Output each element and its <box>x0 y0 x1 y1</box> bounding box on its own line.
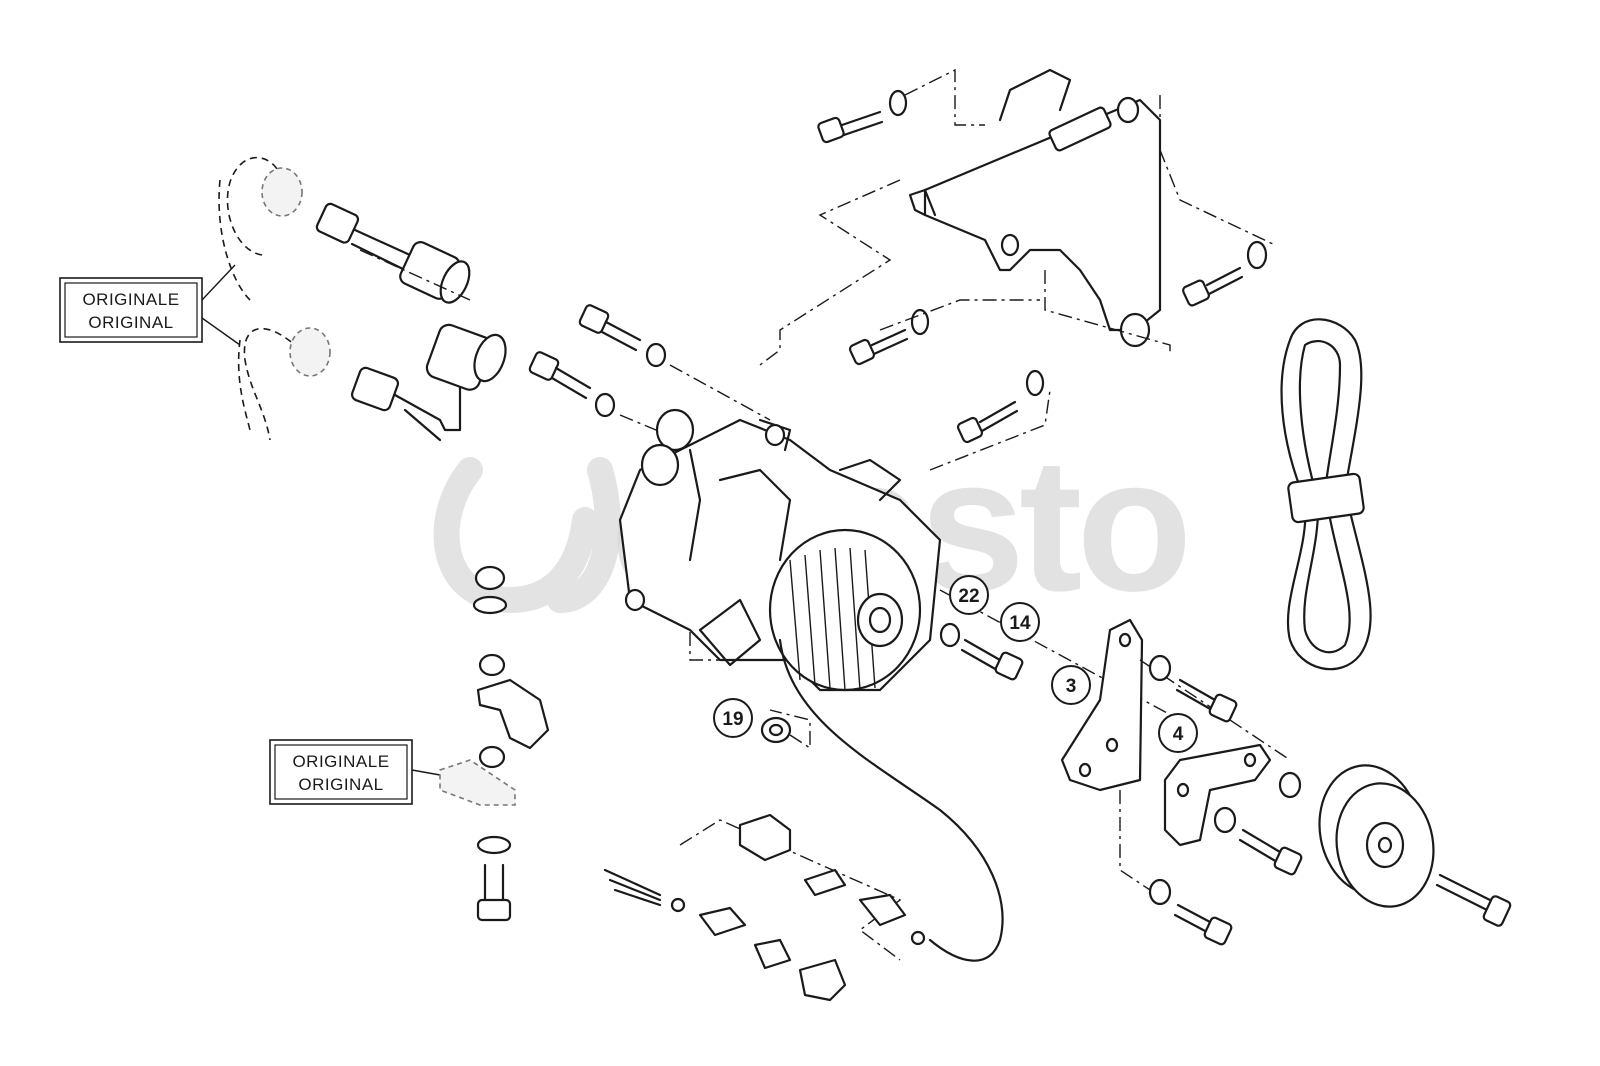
stack-bushing-1 <box>478 653 506 677</box>
callout-14: 14 <box>1000 602 1040 642</box>
callout-3: 3 <box>1051 665 1091 705</box>
leader-connectors <box>679 819 902 961</box>
bracket-bolt-right <box>1182 240 1268 307</box>
original-fitting-upper <box>261 167 303 217</box>
callout-4: 4 <box>1158 713 1198 753</box>
svg-text:19: 19 <box>722 709 743 730</box>
connector-terminal-3 <box>698 906 747 937</box>
leader-bracket-top <box>904 68 985 126</box>
mounting-bracket <box>908 68 1162 348</box>
svg-text:4: 4 <box>1173 724 1184 745</box>
callout-22: 22 <box>949 575 989 615</box>
connector-terminal-1 <box>803 868 847 897</box>
label-2-line1: ORIGINALE <box>292 752 389 771</box>
leader-mid-1 <box>879 299 1040 331</box>
leader-plate-3-down <box>1119 790 1151 891</box>
original-fitting-lower <box>289 327 331 377</box>
bolt-14 <box>960 638 1024 681</box>
original-label-1: ORIGINALE ORIGINAL <box>59 277 203 343</box>
bracket-bolt-top <box>817 89 908 144</box>
leader-mid-2 <box>929 389 1051 471</box>
original-hose-lower <box>237 327 301 441</box>
original-label-2: ORIGINALE ORIGINAL <box>269 739 413 805</box>
connector-terminal-2 <box>858 893 907 927</box>
label-2-line2: ORIGINAL <box>298 775 383 794</box>
compressor-bolt-upper <box>578 304 667 368</box>
watermark-logo-mark <box>433 457 621 614</box>
connector-wire-ends <box>603 868 662 907</box>
wire-end-seal <box>910 930 926 946</box>
straight-pipe-fitting <box>315 202 471 304</box>
label-1-line2: ORIGINAL <box>88 313 173 332</box>
leader-19 <box>769 709 811 750</box>
washer-22 <box>939 622 961 648</box>
connector-plug <box>798 958 847 1002</box>
bracket-bolt-mid-2 <box>956 369 1045 444</box>
leader-bracket-right <box>1159 95 1276 246</box>
plate-3-bolt-upper <box>1148 654 1238 723</box>
connector-parts <box>603 813 926 1002</box>
leader-compressor-upper <box>669 364 771 421</box>
callout-19: 19 <box>713 698 753 738</box>
stack-original-clamp <box>439 759 516 806</box>
plate-3 <box>1060 618 1144 792</box>
plate-3-bolt-lower <box>1148 878 1233 946</box>
label-1-pointers <box>201 264 241 346</box>
original-hose-upper <box>218 156 281 301</box>
compressor <box>618 408 942 692</box>
bracket-4-bolt <box>1213 806 1303 876</box>
leader-compressor-base <box>689 630 730 661</box>
svg-text:22: 22 <box>958 586 979 607</box>
drive-belt <box>1280 318 1372 671</box>
stack-bushing-2 <box>478 745 506 769</box>
connector-housing <box>738 813 792 862</box>
stack-nut <box>474 565 506 591</box>
mounting-clamp-stack <box>439 565 550 922</box>
svg-text:3: 3 <box>1066 676 1077 697</box>
stack-washer-1 <box>472 595 508 615</box>
label-1-line1: ORIGINALE <box>82 290 179 309</box>
connector-seal <box>670 897 686 913</box>
bracket-bolt-mid-1 <box>848 308 930 366</box>
leader-upper-pipe <box>359 249 471 301</box>
elbow-pipe-fitting <box>350 323 507 442</box>
stack-bolt-shank <box>483 863 505 907</box>
svg-text:14: 14 <box>1009 613 1031 634</box>
bracket-4 <box>1163 743 1272 847</box>
compressor-wire <box>778 638 1004 962</box>
stack-clamp <box>476 678 550 750</box>
compressor-bolt-lower <box>528 351 616 418</box>
leader-bracket-bottom <box>1044 270 1171 355</box>
stack-washer-2 <box>476 835 512 855</box>
nut-19 <box>760 716 792 744</box>
connector-clip <box>753 938 792 970</box>
hose-fittings-group <box>218 156 507 442</box>
label-2-pointer <box>411 769 441 776</box>
stack-bolt-head <box>476 898 512 922</box>
tensioner-pulley <box>1278 764 1512 927</box>
leader-bracket-left <box>759 179 901 366</box>
